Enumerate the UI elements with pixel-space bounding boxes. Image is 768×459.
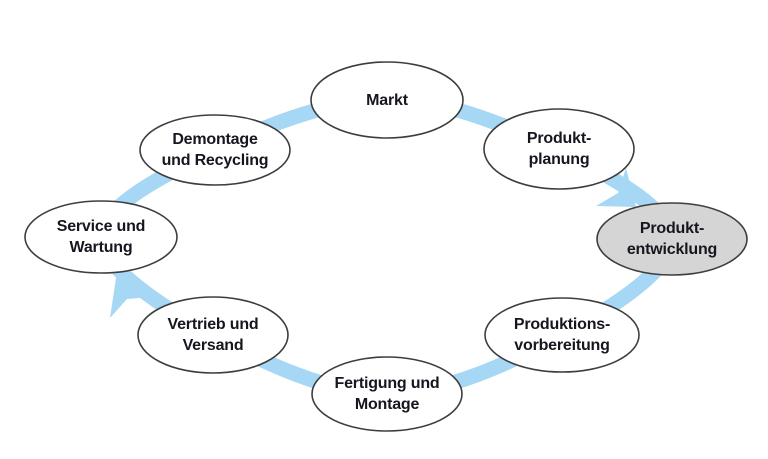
node-ellipse-produktionsvorbereitung: [484, 297, 640, 373]
node-ellipse-demontage-recycling: [139, 114, 291, 186]
node-ellipse-fertigung-montage: [311, 356, 463, 432]
node-ellipse-produktentwicklung: [596, 202, 748, 276]
arrowhead-service-wartung: [110, 278, 152, 318]
node-ellipse-vertrieb-versand: [137, 296, 289, 374]
node-ellipse-produktplanung: [483, 108, 635, 190]
node-ellipse-markt: [310, 61, 464, 139]
arrowhead-produktentwicklung: [596, 168, 636, 207]
node-ellipse-service-wartung: [24, 200, 178, 274]
